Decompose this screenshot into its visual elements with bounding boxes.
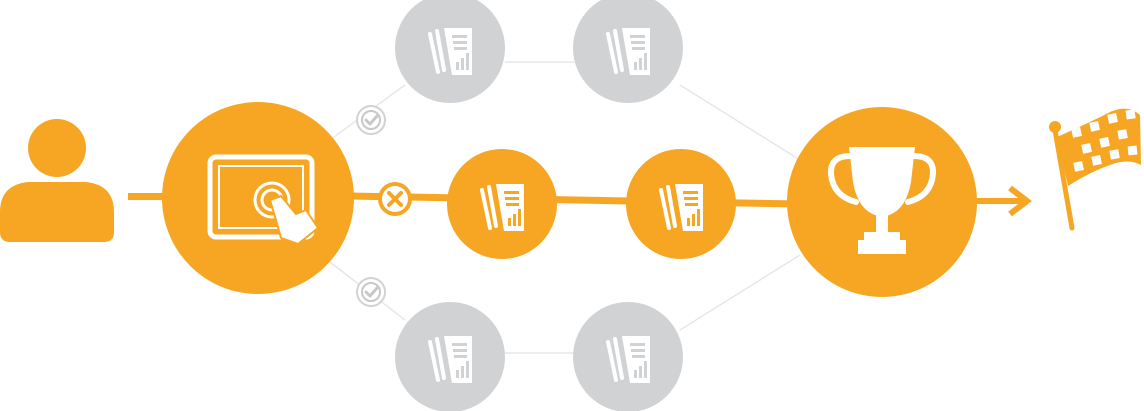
report-node-mid-2 — [626, 149, 736, 259]
check-icon — [364, 286, 379, 298]
tablet-touch-icon — [207, 154, 319, 245]
report-node-mid-1 — [447, 149, 557, 259]
tablet-touch-node — [162, 102, 354, 294]
arrow-to-finish — [976, 185, 1032, 217]
cross-icon — [387, 191, 403, 207]
report-node-top-1 — [395, 0, 505, 103]
check-badge-bottom — [356, 277, 386, 307]
report-node-top-2 — [573, 0, 683, 103]
trophy-icon — [827, 147, 937, 254]
trophy-node — [787, 107, 977, 297]
check-icon — [364, 114, 379, 126]
cross-badge-mid — [378, 182, 412, 216]
report-node-bot-2 — [573, 302, 683, 411]
check-badge-top — [356, 105, 386, 135]
user-icon — [0, 119, 114, 242]
checkered-flag-icon — [1049, 108, 1141, 231]
inactive-branch-connectors — [329, 61, 801, 354]
report-node-bot-1 — [395, 302, 505, 411]
